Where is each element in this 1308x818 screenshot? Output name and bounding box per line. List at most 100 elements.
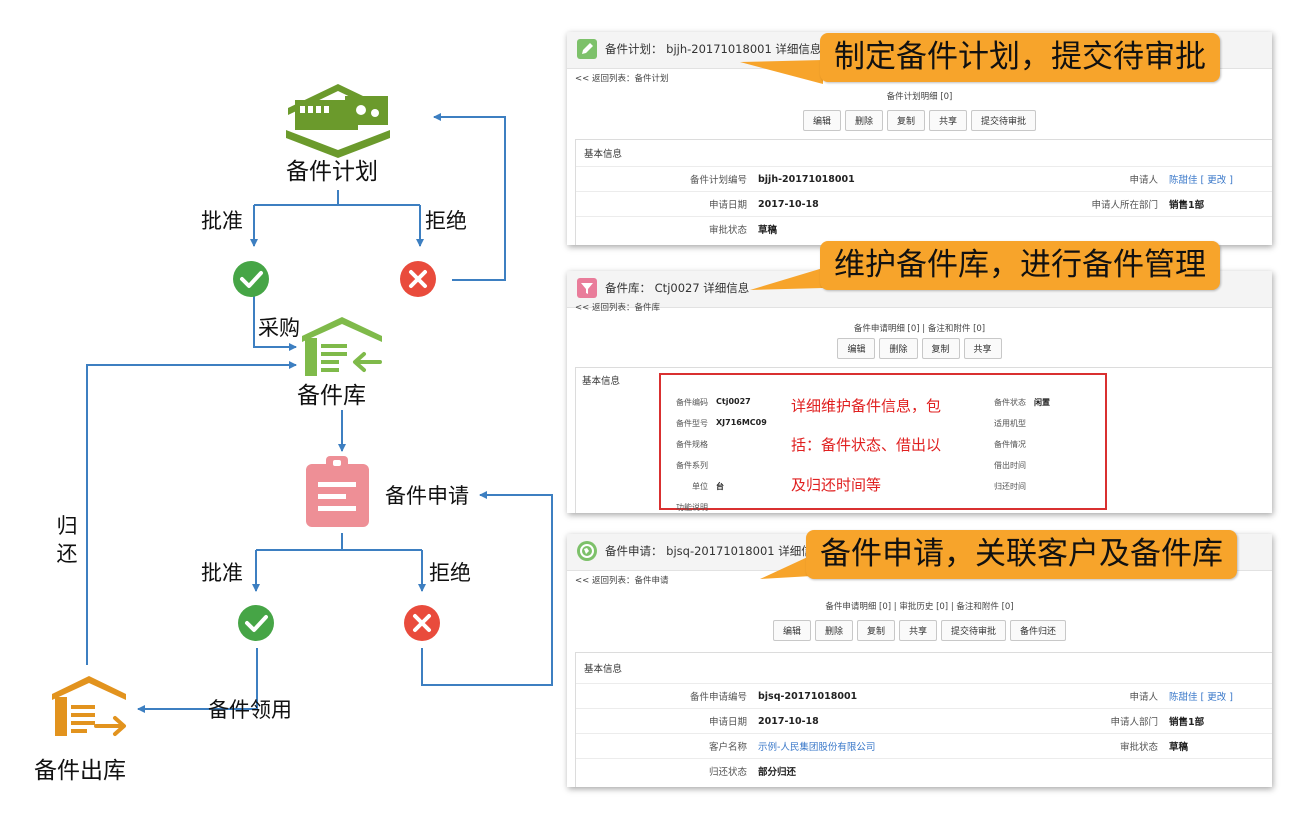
section-title: 基本信息 <box>584 149 623 160</box>
plan-warehouse-icon <box>286 84 390 158</box>
callout-pointer <box>760 555 812 579</box>
flow-arrows <box>86 113 553 713</box>
edit-button[interactable]: 编辑 <box>772 620 811 641</box>
warehouse-inbound-icon <box>302 317 382 376</box>
info-table: 备件计划编号 bjjh-20171018001 申请人 陈甜佳 [ 更改 ] 申… <box>576 166 1272 241</box>
field-value: bjsq-20171018001 <box>757 683 1007 709</box>
return-label: 归还 <box>56 514 78 566</box>
receive-label: 备件领用 <box>208 698 292 722</box>
related-links[interactable]: 备件申请明细 [0] | 审批历史 [0] | 备注和附件 [0] <box>825 602 1014 612</box>
callout-warehouse: 维护备件库，进行备件管理 <box>820 241 1220 290</box>
applicant-link[interactable]: 陈甜佳 [ 更改 ] <box>1168 683 1272 709</box>
callout-pointer <box>740 60 823 84</box>
field-label: 审批状态 <box>1007 733 1168 759</box>
arrow-receive <box>137 648 258 713</box>
field-label: 备件规格 <box>676 440 708 449</box>
field-label: 申请日期 <box>576 191 757 217</box>
field-value <box>1168 758 1272 783</box>
field-label: 备件系列 <box>676 461 708 470</box>
approve-icon-2 <box>238 605 274 641</box>
customer-link[interactable]: 示例-人民集团股份有限公司 <box>757 733 1007 759</box>
field-label: 备件型号 <box>676 419 708 428</box>
back-to-list-link[interactable]: << 返回列表：备件库 <box>575 303 660 313</box>
field-label: 申请日期 <box>576 708 757 734</box>
table-row: 归还状态 部分归还 <box>576 758 1272 783</box>
field-value: 闲置 <box>1034 398 1050 407</box>
warehouse-label: 备件库 <box>297 383 366 409</box>
share-button[interactable]: 共享 <box>963 338 1002 359</box>
panel-title: 备件库： Ctj0027 详细信息 <box>605 281 750 295</box>
section-title: 基本信息 <box>584 664 623 675</box>
approve-label-2: 批准 <box>201 561 243 585</box>
table-row: 备件申请编号 bjsq-20171018001 申请人 陈甜佳 [ 更改 ] <box>576 683 1272 709</box>
table-row: 申请日期 2017-10-18 申请人所在部门 销售1部 <box>576 191 1272 217</box>
copy-button[interactable]: 复制 <box>856 620 895 641</box>
flow-diagram <box>52 84 553 736</box>
note-line: 及归还时间等 <box>791 476 882 494</box>
basic-info-section: 基本信息 备件申请编号 bjsq-20171018001 申请人 陈甜佳 [ 更… <box>575 652 1272 787</box>
share-button[interactable]: 共享 <box>899 620 938 641</box>
note-line: 括：备件状态、借出以 <box>791 436 942 454</box>
copy-button[interactable]: 复制 <box>886 110 925 131</box>
field-label: 单位 <box>692 482 708 491</box>
action-buttons: 编辑 删除 复制 共享 提交待审批 <box>567 110 1272 131</box>
field-label: 申请人部门 <box>1007 708 1168 734</box>
delete-button[interactable]: 删除 <box>844 110 883 131</box>
field-label <box>1007 758 1168 783</box>
field-label: 归还时间 <box>994 482 1026 491</box>
back-to-list-link[interactable]: << 返回列表：备件申请 <box>575 576 669 586</box>
edit-button[interactable]: 编辑 <box>802 110 841 131</box>
reject-label-1: 拒绝 <box>425 209 467 233</box>
field-label: 备件申请编号 <box>576 683 757 709</box>
warehouse-outbound-icon <box>52 676 126 736</box>
basic-info-section: 基本信息 备件计划编号 bjjh-20171018001 申请人 陈甜佳 [ 更… <box>575 139 1272 245</box>
field-label: 申请人所在部门 <box>1007 191 1168 217</box>
callout-request: 备件申请，关联客户及备件库 <box>806 530 1237 579</box>
pencil-icon <box>577 39 597 59</box>
approve-label-1: 批准 <box>201 209 243 233</box>
table-row: 客户名称 示例-人民集团股份有限公司 审批状态 草稿 <box>576 733 1272 759</box>
highlight-box: 备件编码 Ctj0027 备件型号 XJ716MC09 备件规格 备件系列 单位… <box>659 373 1107 512</box>
delete-button[interactable]: 删除 <box>879 338 918 359</box>
field-value: XJ716MC09 <box>716 418 767 427</box>
back-to-list-link[interactable]: << 返回列表：备件计划 <box>575 74 669 84</box>
field-label: 客户名称 <box>576 733 757 759</box>
submit-approval-button[interactable]: 提交待审批 <box>941 620 1007 641</box>
purchase-label: 采购 <box>258 316 300 340</box>
field-label: 备件编码 <box>676 398 708 407</box>
field-label: 备件状态 <box>994 398 1026 407</box>
callout-plan: 制定备件计划，提交待审批 <box>820 33 1220 82</box>
note-line: 详细维护备件信息，包 <box>791 397 942 415</box>
clipboard-icon <box>306 456 369 527</box>
arrow-purchase <box>253 296 297 351</box>
request-label: 备件申请 <box>385 484 469 508</box>
action-buttons: 编辑 删除 复制 共享 <box>567 338 1272 359</box>
return-parts-button[interactable]: 备件归还 <box>1010 620 1067 641</box>
copy-button[interactable]: 复制 <box>921 338 960 359</box>
share-button[interactable]: 共享 <box>929 110 968 131</box>
submit-approval-button[interactable]: 提交待审批 <box>971 110 1037 131</box>
approve-icon-1 <box>233 261 269 297</box>
field-value: 部分归还 <box>757 758 1007 783</box>
arrow-return <box>86 361 297 665</box>
arrow-reject-to-plan <box>433 113 506 281</box>
field-value: 2017-10-18 <box>757 708 1007 734</box>
table-row: 申请日期 2017-10-18 申请人部门 销售1部 <box>576 708 1272 734</box>
panel-title: 备件申请： bjsq-20171018001 详细信 <box>605 544 813 558</box>
applicant-link[interactable]: 陈甜佳 [ 更改 ] <box>1168 166 1272 192</box>
reject-icon-2 <box>404 605 440 641</box>
filter-icon <box>577 278 597 298</box>
field-label: 审批状态 <box>576 216 757 241</box>
delete-button[interactable]: 删除 <box>814 620 853 641</box>
related-links[interactable]: 备件申请明细 [0] | 备注和附件 [0] <box>853 324 986 334</box>
table-row: 备件计划编号 bjjh-20171018001 申请人 陈甜佳 [ 更改 ] <box>576 166 1272 192</box>
arrow-reject-to-request <box>421 491 553 686</box>
related-links[interactable]: 备件计划明细 [0] <box>886 92 953 102</box>
field-value <box>1168 216 1272 241</box>
callout-pointer <box>750 268 823 290</box>
edit-button[interactable]: 编辑 <box>837 338 876 359</box>
field-label: 备件计划编号 <box>576 166 757 192</box>
field-value: 销售1部 <box>1168 191 1272 217</box>
field-value: 草稿 <box>757 216 1007 241</box>
